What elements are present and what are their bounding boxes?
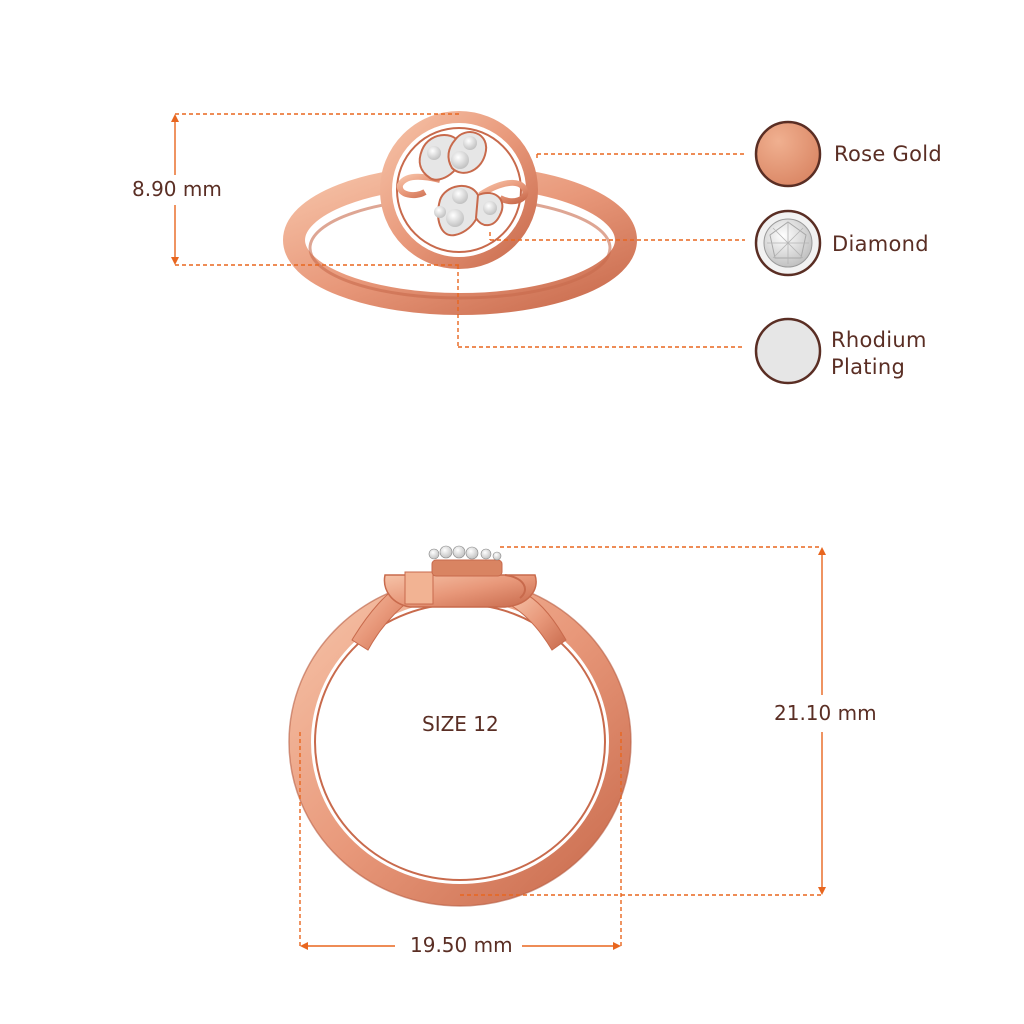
legend-diamond-label: Diamond [832, 232, 929, 256]
top-ring-head-inner [396, 127, 522, 253]
top-ring-swirl-right [478, 179, 529, 205]
diamond-swatch-icon [754, 209, 822, 277]
legend-rose-gold-label: Rose Gold [834, 142, 943, 166]
front-width-label: 19.50 mm [410, 933, 513, 957]
legend-rhodium-label-line2: Plating [831, 355, 906, 379]
top-ring-diamond-cluster [418, 131, 504, 237]
front-ring-shank-outer [289, 578, 631, 906]
top-view-ring [283, 111, 637, 315]
legend-swatches [754, 120, 822, 385]
front-ring-shank-inner-edge [314, 603, 606, 881]
front-dimension-lines [299, 546, 826, 950]
front-height-label: 21.10 mm [774, 701, 877, 725]
top-height-label: 8.90 mm [132, 177, 222, 201]
legend-rhodium-label-line1: Rhodium [831, 328, 927, 352]
rhodium-swatch-icon [754, 317, 822, 385]
top-dimension-lines [171, 113, 745, 348]
front-ring-diamonds [428, 545, 503, 577]
front-ring-bezel [404, 571, 434, 605]
top-ring-swirl-left [396, 173, 441, 199]
ring-size-label: SIZE 12 [422, 712, 499, 736]
rose-gold-swatch-icon [754, 120, 822, 188]
